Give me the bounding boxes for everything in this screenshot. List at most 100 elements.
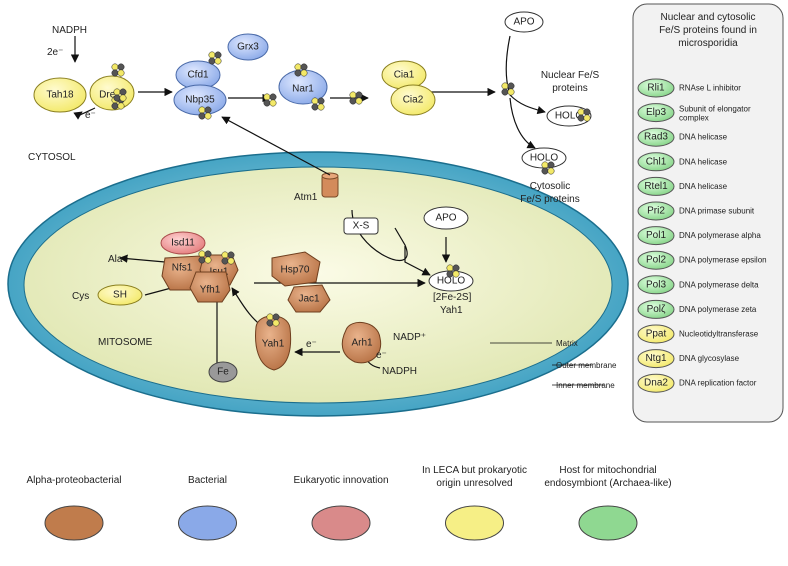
mitosome-label: MITOSOME [98,337,153,348]
svg-text:Cfd1: Cfd1 [187,70,209,81]
panel-item-desc: RNAse L inhibitor [679,84,741,93]
apo-top: APO [504,11,544,33]
svg-text:Dre2: Dre2 [99,90,121,101]
panel-item-12: Dna2 DNA replication factor [637,373,757,393]
fes-cluster-icon [501,82,515,96]
pathway-arrows [70,35,546,369]
fes-cluster-icon [446,264,460,278]
legend-swatch [178,505,237,541]
nadp-plus-label: NADP⁺ [393,332,426,343]
legend-swatch [44,505,104,541]
svg-text:Cia1: Cia1 [394,70,415,81]
svg-text:Tah18: Tah18 [46,90,74,101]
yfh1: Yfh1 [189,271,231,303]
svg-text:Yfh1: Yfh1 [200,285,221,296]
fes-protein-panel: Nuclear and cytosolic Fe/S proteins foun… [632,3,784,423]
inner-membrane-label: Inner membrane [556,381,615,390]
svg-text:HOLO: HOLO [530,153,559,164]
e-minus-arh1-label: e⁻ [376,350,387,361]
panel-item-0: Rli1 RNAse L inhibitor [637,78,741,98]
panel-title-line-1: Nuclear and cytosolic [660,12,755,23]
svg-text:HOLO: HOLO [555,111,584,122]
arh1: Arh1 [341,322,382,364]
svg-text:SH: SH [113,290,127,301]
panel-item-name: Pol3 [646,279,666,290]
outer-membrane-label: Outer membrane [556,361,617,370]
hsp70: Hsp70 [271,251,321,287]
panel-item-name: Dna2 [644,378,668,389]
cys-label: Cys [72,291,89,302]
fes-cluster-icon [198,106,212,120]
svg-text:Nfs1: Nfs1 [172,263,193,274]
panel-item-name: Rli1 [647,83,665,94]
svg-text:APO: APO [513,17,534,28]
legend-swatch [445,505,504,541]
svg-text:Nar1: Nar1 [292,84,314,95]
xs-box: X-S [343,217,379,235]
legend-item-0: Alpha-proteobacterial [26,475,122,541]
cytosol-label: CYTOSOL [28,152,76,163]
fes-cluster-icon [349,91,363,105]
fes-cluster-icon [294,63,308,77]
svg-text:Grx3: Grx3 [237,42,259,53]
svg-text:Isd11: Isd11 [171,238,195,249]
svg-text:Hsp70: Hsp70 [281,265,310,276]
matrix-label: Matrix [556,339,578,348]
sh-cys-bead: SH [97,284,143,306]
panel-item-name: Pol1 [646,230,666,241]
legend-label: origin unresolved [436,478,512,489]
svg-text:Cytosolic: Cytosolic [530,181,571,192]
panel-item-name: Pri2 [647,206,665,217]
panel-item-name: Rtel1 [644,181,668,192]
svg-text:Nuclear Fe/S: Nuclear Fe/S [541,70,600,81]
svg-text:proteins: proteins [552,83,588,94]
cia1: Cia1 [381,60,427,90]
fes-cluster-icon [577,108,591,122]
legend-label: Host for mitochondrial [559,465,656,476]
ala-label: Ala [108,254,123,265]
panel-item-desc: DNA helicase [679,182,728,191]
panel-item-name: Polζ [647,304,666,315]
svg-text:Fe: Fe [217,367,229,378]
svg-text:Cia2: Cia2 [403,95,424,106]
jac1: Jac1 [287,284,331,313]
yah1-holo-label: Yah1 [440,305,463,316]
fes-cluster-icon [221,251,235,265]
fes-cluster-icon [208,51,222,65]
e-minus-label: e⁻ [85,110,96,121]
holo-mito: HOLO [428,270,474,292]
legend-label: Bacterial [188,475,227,486]
cytosolic-fes-label: Cytosolic Fe/S proteins [520,181,579,205]
panel-item-name: Elp3 [646,107,666,118]
legend-item-2: Eukaryotic innovation [293,475,389,541]
atm1-transporter [321,172,339,198]
legend-swatch [578,505,638,541]
legend-item-1: Bacterial [178,475,237,541]
panel-title-line-3: microsporidia [678,38,738,49]
fes-clusters [111,51,591,327]
fes-cluster-icon [198,250,212,264]
apo-mito: APO [423,206,469,230]
panel-item-desc: DNA replication factor [679,379,757,388]
panel-item-name: Pol2 [646,255,666,266]
panel-item-desc: DNA helicase [679,157,728,166]
panel-item-desc: Nucleotidyltransferase [679,330,759,339]
fes-cluster-icon [541,161,555,175]
fe-ion: Fe [208,361,238,383]
atm1-label: Atm1 [294,192,318,203]
svg-text:APO: APO [435,213,456,224]
panel-item-desc: DNA helicase [679,133,728,142]
panel-title-line-2: Fe/S proteins found in [659,25,757,36]
membrane-leaders [490,342,604,386]
